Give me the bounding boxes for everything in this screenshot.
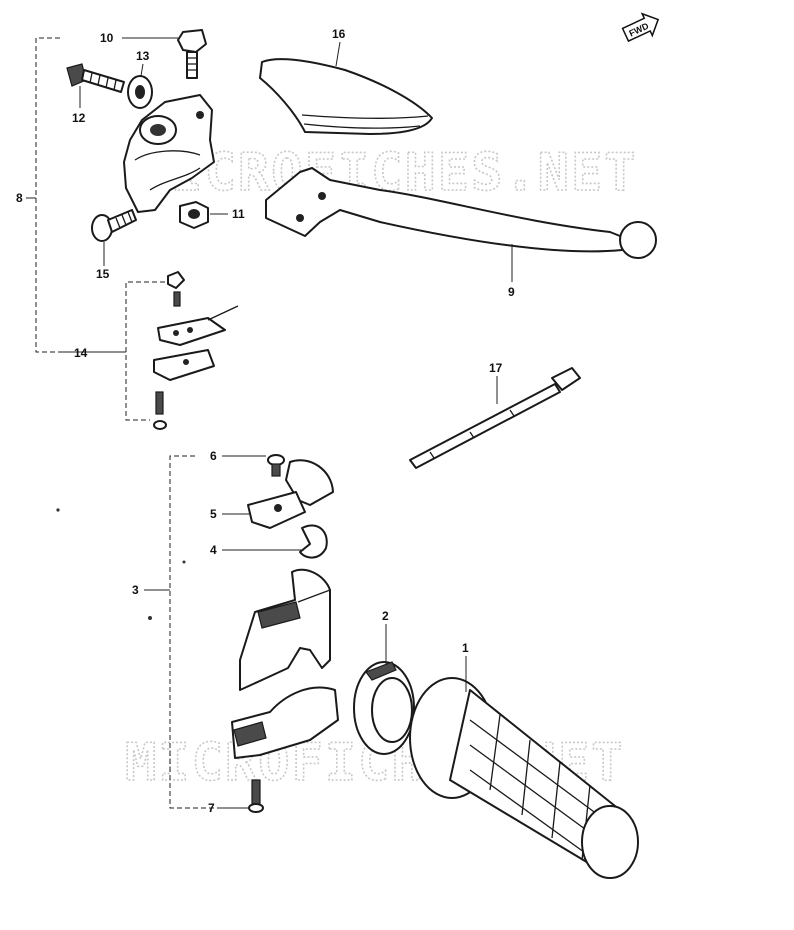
bracket-8 xyxy=(35,37,60,353)
callout-10: 10 xyxy=(100,31,114,45)
screw-15 xyxy=(91,209,137,242)
fwd-arrow-icon: FWD xyxy=(621,12,660,43)
bracket-14 xyxy=(125,281,165,421)
throttle-grip-1 xyxy=(409,677,639,879)
callout-3: 3 xyxy=(132,583,139,597)
callout-8: 8 xyxy=(16,191,23,205)
callout-11: 11 xyxy=(232,207,245,221)
brake-lever-9 xyxy=(265,167,657,259)
callout-1: 1 xyxy=(462,641,469,655)
switch-parts-14 xyxy=(153,271,239,430)
bolt-10 xyxy=(177,29,207,79)
nut-11 xyxy=(179,201,209,229)
callout-12: 12 xyxy=(72,111,86,125)
callout-2: 2 xyxy=(382,609,389,623)
housing-cap-5 xyxy=(247,459,334,529)
callout-14: 14 xyxy=(74,346,88,360)
screw-6 xyxy=(267,454,285,477)
cable-tie-17 xyxy=(409,367,581,469)
callout-7: 7 xyxy=(208,801,215,815)
callout-9: 9 xyxy=(508,285,515,299)
callout-15: 15 xyxy=(96,267,110,281)
callout-4: 4 xyxy=(210,543,217,557)
throttle-housing-upper xyxy=(239,568,331,691)
screw-7 xyxy=(248,779,264,813)
bolt-12 xyxy=(66,63,125,93)
bracket-3 xyxy=(169,455,250,809)
lever-cover-16 xyxy=(259,58,433,135)
callout-13: 13 xyxy=(136,49,150,63)
throttle-housing-lower xyxy=(231,686,339,759)
lever-holder xyxy=(123,94,215,213)
callout-6: 6 xyxy=(210,449,217,463)
callout-5: 5 xyxy=(210,507,217,521)
clip-4 xyxy=(299,524,328,559)
throttle-pulley-2 xyxy=(353,661,415,755)
callout-16: 16 xyxy=(332,27,346,41)
washer-13 xyxy=(127,75,153,109)
callout-17: 17 xyxy=(489,361,503,375)
